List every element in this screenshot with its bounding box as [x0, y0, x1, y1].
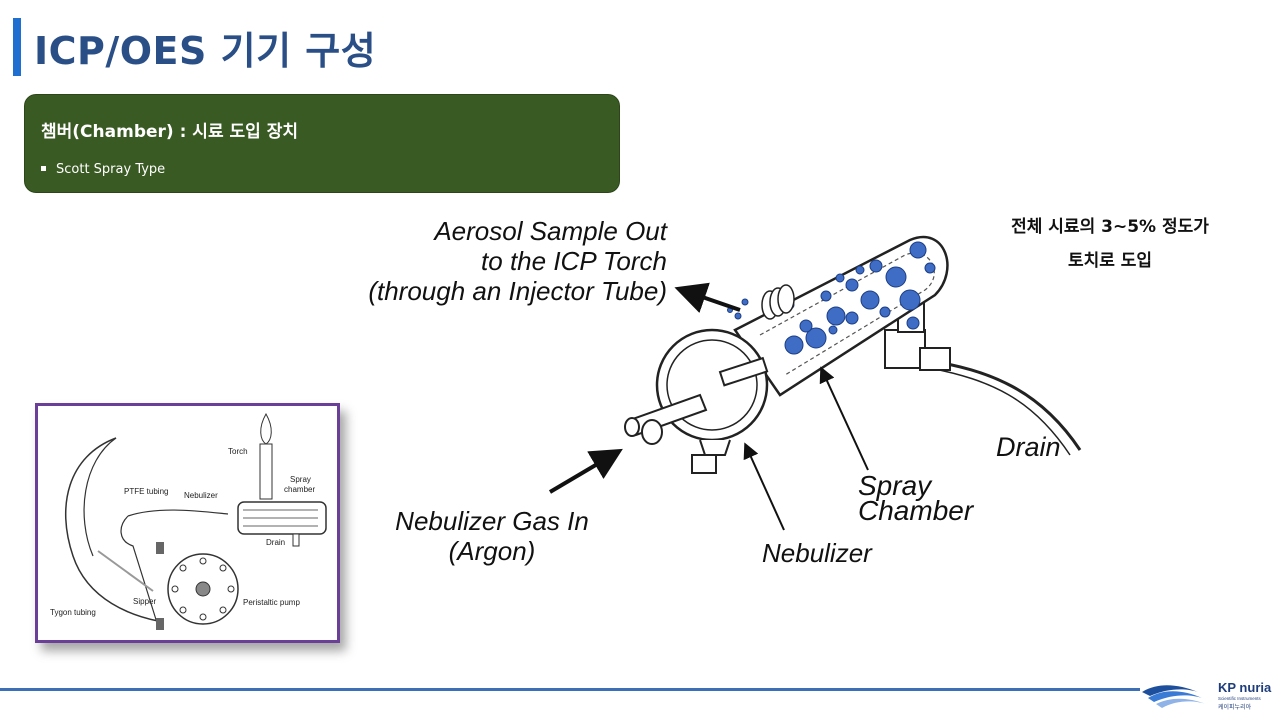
page-title: ICP/OES 기기 구성 — [34, 29, 377, 73]
footer-divider — [0, 688, 1140, 691]
panel-bullet-item: Scott Spray Type — [41, 162, 165, 177]
aerosol-label-3: (through an Injector Tube) — [368, 276, 667, 306]
inset-spray-label-2: chamber — [284, 485, 315, 494]
bullet-text: Scott Spray Type — [56, 162, 166, 177]
sample-intro-note: 전체 시료의 3~5% 정도가 토치로 도입 — [960, 210, 1260, 278]
logo-name: KP nuria — [1218, 680, 1272, 695]
inset-pump-label: Peristaltic pump — [243, 598, 300, 607]
inset-schematic: Torch Spray chamber PTFE tubing Nebulize… — [35, 403, 340, 643]
inset-tygon-label: Tygon tubing — [50, 608, 96, 617]
gas-label-2: (Argon) — [449, 536, 536, 566]
note-line-2: 토치로 도입 — [1067, 251, 1153, 271]
aerosol-label-1: Aerosol Sample Out — [432, 216, 668, 246]
aerosol-outlet — [761, 284, 795, 320]
logo-korean: 케이피누리아 — [1218, 703, 1252, 711]
inset-spray-label-1: Spray — [290, 475, 311, 484]
gas-label-1: Nebulizer Gas In — [395, 506, 589, 536]
inset-drain-label: Drain — [266, 538, 285, 547]
nebulizer-pointer — [743, 442, 785, 531]
inset-sipper-label: Sipper — [133, 597, 156, 606]
title-accent-bar — [13, 18, 21, 76]
gas-in-arrow — [548, 448, 623, 494]
spray-label-1: Spray — [858, 470, 933, 501]
inset-torch-label: Torch — [228, 447, 248, 456]
bullet-icon — [41, 166, 46, 171]
logo-tagline: Scientific Instruments — [1218, 696, 1262, 701]
spray-label-2: Chamber — [858, 495, 975, 526]
chamber-end-cap — [655, 328, 769, 474]
nebulizer-tube — [624, 356, 769, 445]
company-logo: KP nuria Scientific Instruments 케이피누리아 — [1138, 670, 1278, 715]
note-line-1: 전체 시료의 3~5% 정도가 — [1011, 217, 1209, 237]
aerosol-droplets — [727, 241, 936, 355]
inset-nebulizer-label: Nebulizer — [184, 491, 218, 500]
aerosol-label-2: to the ICP Torch — [481, 246, 667, 276]
aerosol-out-arrow — [674, 282, 741, 313]
wave-logo-icon: KP nuria Scientific Instruments 케이피누리아 — [1142, 680, 1272, 711]
drain-label: Drain — [996, 432, 1061, 462]
panel-heading: 챔버(Chamber) : 시료 도입 장치 — [41, 122, 298, 142]
nebulizer-label: Nebulizer — [762, 538, 873, 568]
inset-drawing: Torch Spray chamber PTFE tubing Nebulize… — [50, 412, 327, 630]
inset-ptfe-label: PTFE tubing — [124, 487, 168, 496]
spray-chamber-diagram: Aerosol Sample Out to the ICP Torch (thr… — [368, 216, 1082, 568]
chamber-info-panel: 챔버(Chamber) : 시료 도입 장치 Scott Spray Type — [24, 94, 620, 193]
spray-chamber-pointer — [819, 366, 869, 471]
